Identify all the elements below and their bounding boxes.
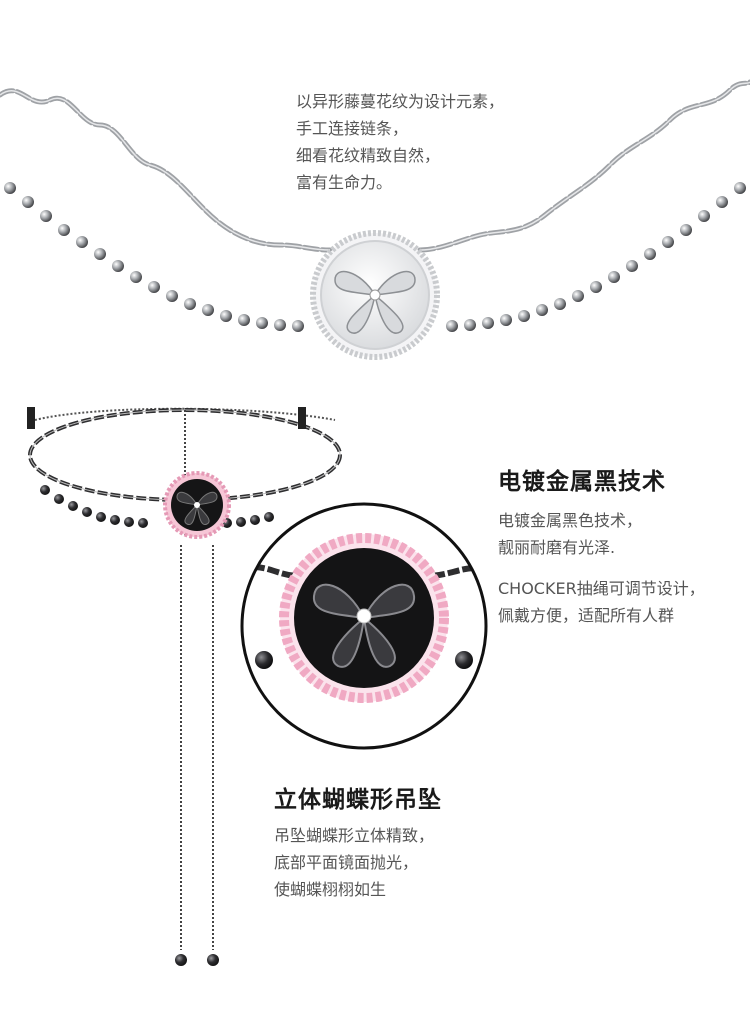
black-bead-chain: [40, 485, 274, 528]
intro-description: 以异形藤蔓花纹为设计元素， 手工连接链条， 细看花纹精致自然， 富有生命力。: [296, 88, 596, 196]
pendant-line: 底部平面镜面抛光，: [274, 853, 419, 872]
butterfly-icon: [312, 583, 416, 668]
pendant-line: 吊坠蝴蝶形立体精致，: [274, 826, 435, 845]
plating-line: 电镀金属黑色技术，: [498, 511, 643, 530]
plating-heading: 电镀金属黑技术: [498, 469, 666, 495]
intro-line: 手工连接链条，: [296, 119, 409, 138]
black-choker-image: [27, 407, 342, 966]
plating-line: 靓丽耐磨有光泽.: [498, 538, 616, 557]
intro-line: 细看花纹精致自然，: [296, 146, 441, 165]
pendant-description: 吊坠蝴蝶形立体精致， 底部平面镜面抛光， 使蝴蝶栩栩如生: [274, 822, 434, 903]
butterfly-icon: [334, 270, 416, 334]
bead-chain-left: [4, 182, 304, 332]
plating-description: 电镀金属黑色技术， 靓丽耐磨有光泽. CHOCKER抽绳可调节设计， 佩戴方便，…: [498, 507, 705, 629]
drawstring-line: 佩戴方便，适配所有人群: [498, 606, 675, 625]
silver-pendant: [310, 230, 440, 360]
intro-line: 以异形藤蔓花纹为设计元素，: [296, 92, 505, 111]
pendant-closeup-image: [240, 502, 488, 750]
drawstring-line: CHOCKER抽绳可调节设计，: [498, 579, 705, 598]
pendant-line: 使蝴蝶栩栩如生: [274, 880, 387, 899]
intro-line: 富有生命力。: [296, 173, 393, 192]
small-black-pendant: [163, 471, 231, 539]
pendant-heading: 立体蝴蝶形吊坠: [274, 787, 442, 813]
bead-chain-right: [446, 182, 746, 332]
silver-necklace-image: [0, 79, 750, 360]
